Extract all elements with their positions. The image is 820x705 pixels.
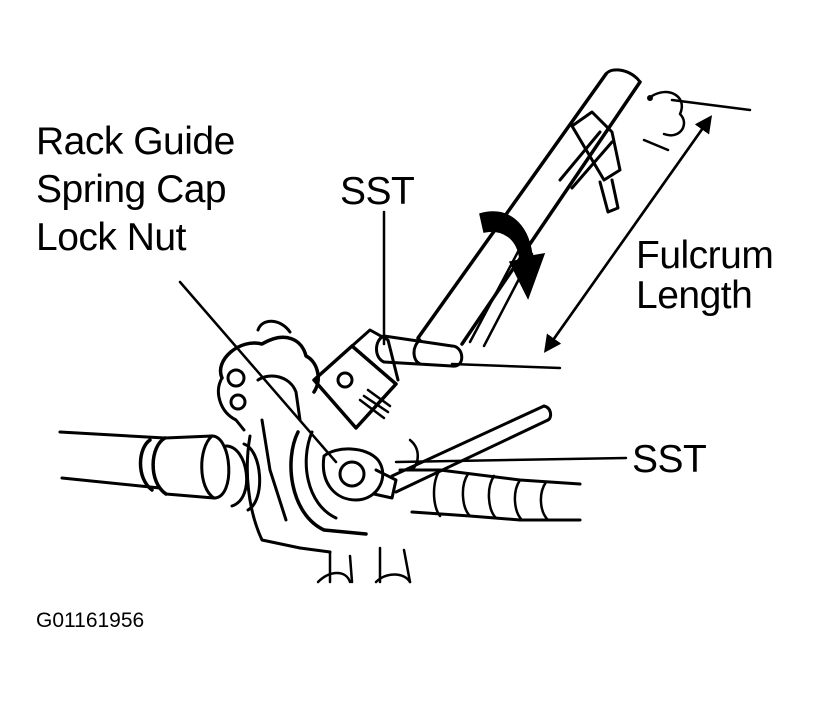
torque-wrench — [375, 68, 686, 370]
sst-wrench — [289, 328, 400, 536]
lock-nut-label-line3: Lock Nut — [36, 216, 186, 259]
rack-housing-left — [58, 430, 262, 512]
sst-lower-label: SST — [632, 438, 707, 481]
fulcrum-length-dimension — [543, 98, 752, 353]
rack-housing-right — [316, 438, 582, 584]
sst-upper-label: SST — [340, 170, 415, 213]
lock-nut-label-line1: Rack Guide — [36, 120, 235, 163]
figure-id: G01161956 — [36, 609, 145, 632]
fulcrum-label-line1: Fulcrum — [636, 234, 774, 277]
rotation-arrow — [479, 211, 546, 300]
lock-nut-label-line2: Spring Cap — [36, 168, 227, 211]
gear-housing — [217, 319, 332, 554]
sst-spanner-bar — [390, 404, 553, 494]
sst-lower-leader-line — [394, 456, 628, 464]
lock-nut-leader-line — [178, 280, 338, 464]
fulcrum-label-line2: Length — [636, 274, 753, 317]
